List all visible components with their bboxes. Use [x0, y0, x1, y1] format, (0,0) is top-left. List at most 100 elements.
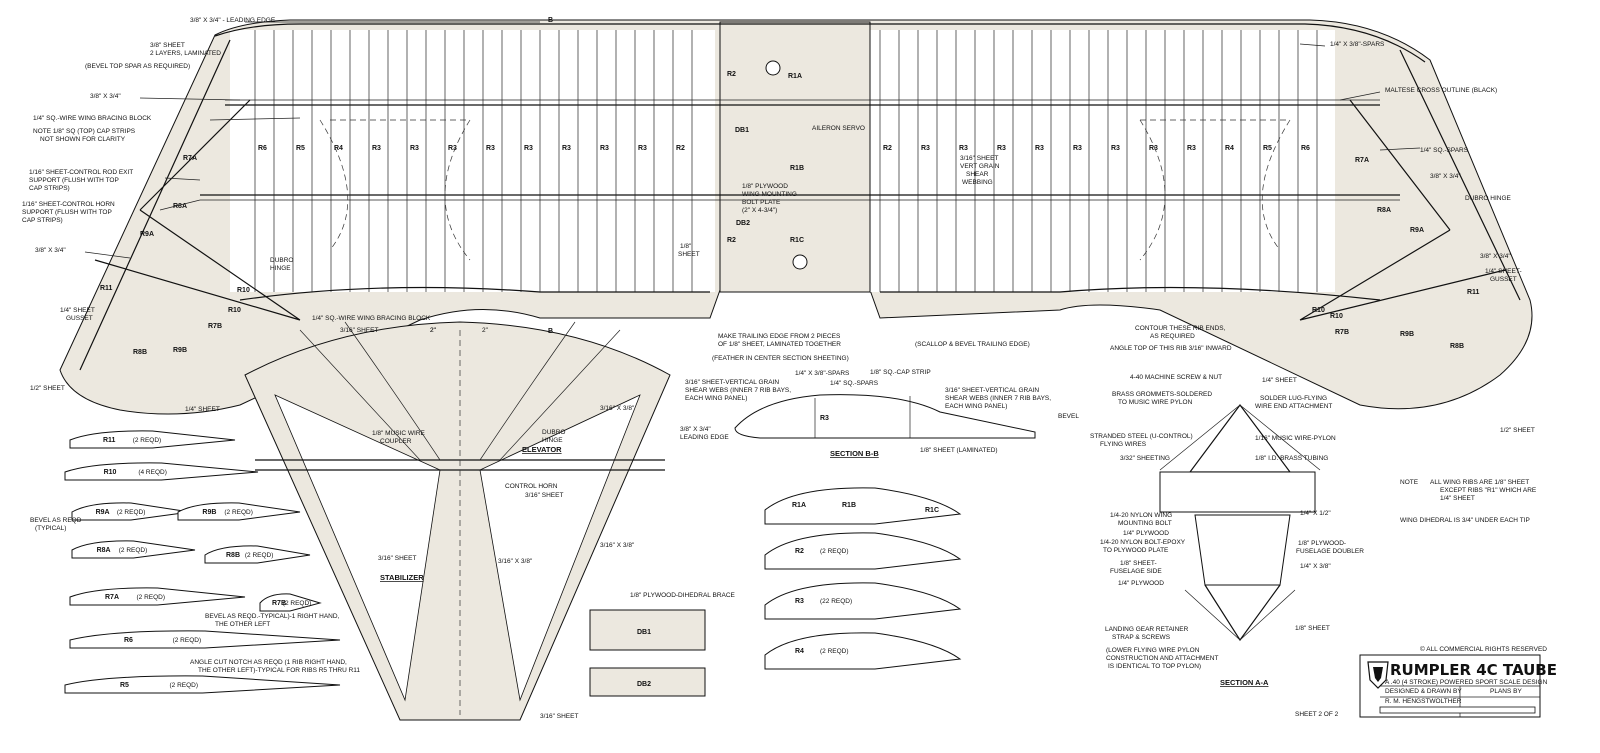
sheet-number: SHEET 2 OF 2 [1295, 711, 1339, 718]
leader-line [209, 117, 301, 121]
tip-rib-label: R8B [133, 349, 147, 356]
wing-annotation: 1/8" PLYWOOD [742, 183, 788, 190]
section-aa-annotation: 1/8" SHEET- [1120, 560, 1157, 567]
leader-line [139, 97, 241, 101]
section-bb-annotation: SHEAR WEBS (INNER 7 RIB BAYS, [685, 387, 791, 394]
scale-bar [1379, 706, 1536, 714]
wing-annotation: CAP STRIPS) [22, 217, 63, 224]
wing-annotation: 3/8" X 3/4" [90, 93, 121, 100]
center-rib-qty: (2 REQD) [820, 648, 849, 655]
tip-rib-label: R8A [1377, 207, 1391, 214]
stabilizer-outline [244, 321, 671, 721]
section-aa-annotation: 1/4" X 1/2" [1300, 510, 1331, 517]
stabilizer-annotation: 2" [482, 327, 489, 334]
rib-template-name: R8B [226, 552, 240, 559]
wing-rib-label: R3 [410, 145, 419, 152]
wing-rib-label: R5 [1263, 145, 1272, 152]
rib-template-qty: (2 REQD) [117, 509, 146, 516]
wing-rib-label: R2 [883, 145, 892, 152]
wing-annotation: SUPPORT (FLUSH WITH TOP [29, 177, 119, 184]
rib-template-name: R6 [124, 637, 133, 644]
leader-line [159, 199, 201, 211]
note-text: 1/4" SHEET [1440, 495, 1475, 502]
wing-annotation: 3/16" SHEET [960, 155, 998, 162]
wing-rib-label: R2 [676, 145, 685, 152]
wing-rib-label: R3 [486, 145, 495, 152]
section-bb-annotation: 3/16" SHEET-VERTICAL GRAIN [685, 379, 779, 386]
trailing-edge [239, 286, 1381, 301]
stabilizer-annotation: 2" [430, 327, 437, 334]
rib-template [69, 630, 341, 649]
center-rib-label: DB2 [736, 220, 750, 227]
rib-template [69, 587, 246, 606]
wing-annotation: SHEAR [966, 171, 989, 178]
wing-rib-label: R3 [1187, 145, 1196, 152]
center-rib-name: R4 [795, 648, 804, 655]
tip-rib-label: R7A [1355, 157, 1369, 164]
maltese-cross-left [319, 119, 471, 261]
wing-annotation: MAKE TRAILING EDGE FROM 2 PIECES [718, 333, 841, 340]
wing-annotation: 1/2" SHEET [1500, 427, 1535, 434]
stabilizer-inner [274, 394, 641, 702]
wing-rib-label: R3 [1111, 145, 1120, 152]
dihedral-brace-db1 [589, 609, 706, 651]
pylon-lower [1204, 584, 1281, 642]
plan-subtitle: A .40 (4 STROKE) POWERED SPORT SCALE DES… [1385, 679, 1548, 686]
rib-template-name: R8A [97, 547, 111, 554]
section-aa-annotation: 3/32" SHEETING [1120, 455, 1170, 462]
section-aa-annotation: FUSELAGE SIDE [1110, 568, 1162, 575]
wing-rib-label: R3 [562, 145, 571, 152]
leader-line [1339, 91, 1381, 101]
wing-annotation: SUPPORT (FLUSH WITH TOP [22, 209, 112, 216]
designer-label: DESIGNED & DRAWN BY [1385, 688, 1462, 695]
wing-annotation: 3/8" X 3/4" [1480, 253, 1511, 260]
wing-rib-label: R5 [296, 145, 305, 152]
stabilizer-plan-view [244, 321, 671, 721]
center-rib-label: R1B [790, 165, 804, 172]
section-aa-annotation: WIRE END ATTACHMENT [1255, 403, 1332, 410]
tip-rib-label: R10 [1330, 313, 1343, 320]
wing-annotation: 3/8" SHEET [150, 42, 185, 49]
wing-annotation: DUBRO [270, 257, 293, 264]
section-bb-annotation: 1/4" SQ.-SPARS [830, 380, 879, 387]
section-aa-annotation: TO PLYWOOD PLATE [1103, 547, 1169, 554]
section-bb-annotation: 3/8" X 3/4" [680, 426, 711, 433]
section-bb-annotation: SHEAR WEBS (INNER 7 RIB BAYS, [945, 395, 1051, 402]
dihedral-brace-db2 [589, 667, 706, 697]
tip-rib-label: R10 [237, 287, 250, 294]
section-aa-annotation: 1/4" PLYWOOD [1123, 530, 1169, 537]
section-aa-annotation: 1/4-20 NYLON WING [1110, 512, 1172, 519]
wing-annotation: CONTOUR THESE RIB ENDS, [1135, 325, 1226, 332]
center-rib-name: R1C [925, 507, 939, 514]
elevator-ribs [299, 321, 621, 461]
dihedral-db1: DB1 [637, 629, 651, 636]
wing-rib-label: R3 [921, 145, 930, 152]
section-bb-airfoil [734, 394, 1036, 439]
center-rib-label: R1C [790, 237, 804, 244]
wing-rib-label: R3 [600, 145, 609, 152]
wing-annotation: WING MOUNTING [742, 191, 797, 198]
title-block [1359, 654, 1541, 718]
section-aa-annotation: SOLDER LUG-FLYING [1260, 395, 1327, 402]
right-tip-frame [1299, 49, 1521, 321]
center-section [719, 21, 871, 293]
section-aa-annotation: 1/8" SHEET [1295, 625, 1330, 632]
center-rib-qty: (22 REQD) [820, 598, 852, 605]
wing-annotation: 3/16" SHEET [340, 327, 378, 334]
leader-line [84, 251, 131, 259]
wing-annotation: 2 LAYERS, LAMINATED [150, 50, 221, 57]
center-rib-name: R1B [842, 502, 856, 509]
wing-annotation: ANGLE TOP OF THIS RIB 3/16" INWARD [1110, 345, 1232, 352]
section-bb-annotation: 3/16" SHEET-VERTICAL GRAIN [945, 387, 1039, 394]
wing-annotation: 1/4" SHEET- [1485, 268, 1522, 275]
center-rib-template [764, 582, 962, 620]
wing-annotation: 1/4" SQ.-WIRE WING BRACING BLOCK [312, 315, 431, 322]
section-bb-annotation: R3 [820, 415, 829, 422]
flying-wires [1159, 404, 1321, 641]
stabilizer-annotation: HINGE [542, 437, 563, 444]
section-aa-annotation: 1/4-20 NYLON BOLT-EPOXY [1100, 539, 1186, 546]
dihedral-braces [589, 609, 706, 697]
wing-rib-label: R3 [1073, 145, 1082, 152]
